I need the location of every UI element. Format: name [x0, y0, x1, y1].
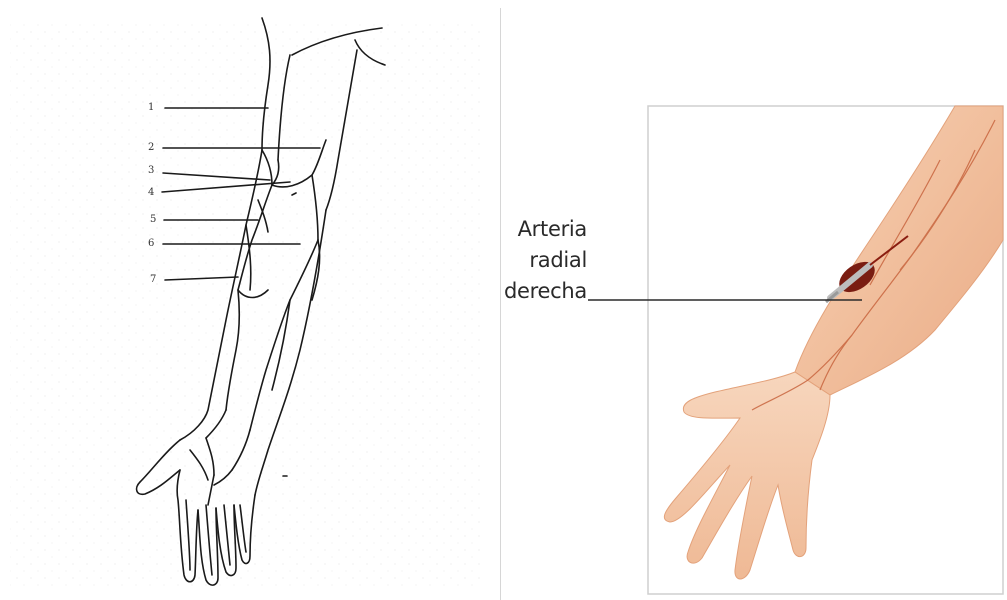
panel-divider	[500, 8, 501, 600]
label-number-1: 1	[148, 103, 154, 113]
label-number-2: 2	[148, 143, 154, 153]
label-number-3: 3	[148, 166, 154, 176]
arm-outline-drawing	[0, 0, 500, 600]
artery-label: Arteria radial derecha	[504, 214, 587, 307]
label-number-6: 6	[148, 239, 154, 249]
label-line-1: Arteria	[504, 214, 587, 245]
radial-artery-illustration: Arteria radial derecha	[502, 0, 1007, 600]
label-line-3: derecha	[504, 276, 587, 307]
label-number-7: 7	[150, 275, 156, 285]
label-number-5: 5	[150, 215, 156, 225]
label-number-4: 4	[148, 188, 154, 198]
label-line-2: radial	[504, 245, 587, 276]
arm-vein-diagram: 1 2 3 4 5 6 7	[0, 0, 500, 600]
